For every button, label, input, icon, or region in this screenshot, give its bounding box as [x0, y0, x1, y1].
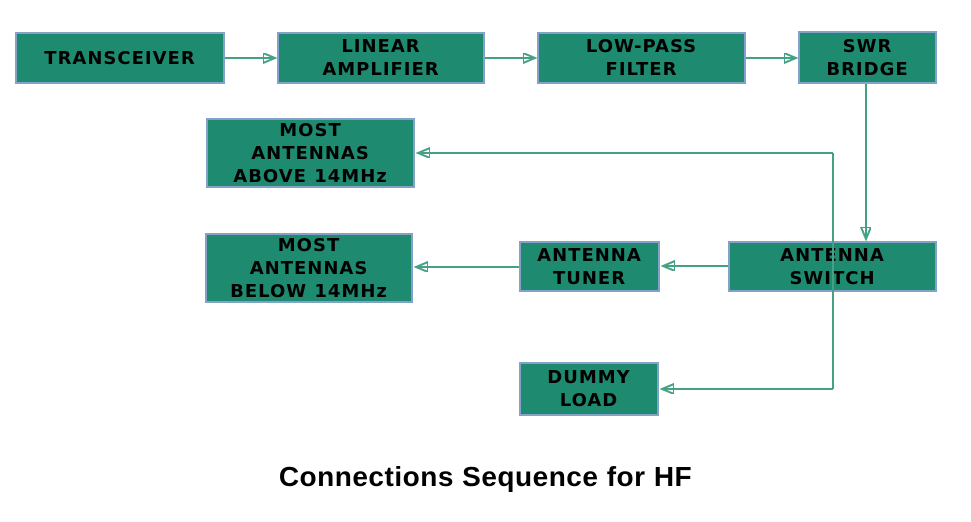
box-label: ANTENNA [537, 244, 642, 266]
box-label: ANTENNAS [251, 142, 370, 164]
box-label: BELOW 14MHz [230, 280, 388, 302]
box-dummy-load: DUMMY LOAD [519, 362, 659, 416]
box-label: ABOVE 14MHz [233, 165, 388, 187]
diagram-title: Connections Sequence for HF [278, 461, 693, 492]
box-antenna-switch: ANTENNA SWITCH [728, 241, 937, 292]
box-label: SWR [842, 35, 893, 57]
box-label: LOW-PASS [585, 36, 698, 57]
box-low-pass-filter: LOW-PASS FILTER [537, 32, 746, 84]
box-label: BRIDGE [826, 58, 909, 80]
box-label: MOST [277, 234, 341, 256]
box-label: SWITCH [789, 267, 876, 289]
box-label: TRANSCEIVER [44, 47, 196, 69]
box-label: DUMMY [547, 367, 631, 388]
box-transceiver: TRANSCEIVER [15, 32, 225, 84]
box-label: TUNER [552, 267, 627, 289]
box-most-antennas-below-14mhz: MOST ANTENNAS BELOW 14MHz [205, 233, 413, 303]
box-most-antennas-above-14mhz: MOST ANTENNAS ABOVE 14MHz [206, 118, 415, 188]
box-label: ANTENNAS [249, 257, 369, 279]
box-label: AMPLIFIER [322, 59, 440, 80]
box-linear-amplifier: LINEAR AMPLIFIER [277, 32, 485, 84]
box-swr-bridge: SWR BRIDGE [798, 31, 937, 84]
box-antenna-tuner: ANTENNA TUNER [519, 241, 660, 292]
box-label: LINEAR [341, 36, 421, 57]
box-label: FILTER [605, 59, 678, 80]
box-label: MOST [279, 119, 342, 141]
box-label: LOAD [559, 390, 619, 411]
box-label: ANTENNA [780, 244, 885, 266]
